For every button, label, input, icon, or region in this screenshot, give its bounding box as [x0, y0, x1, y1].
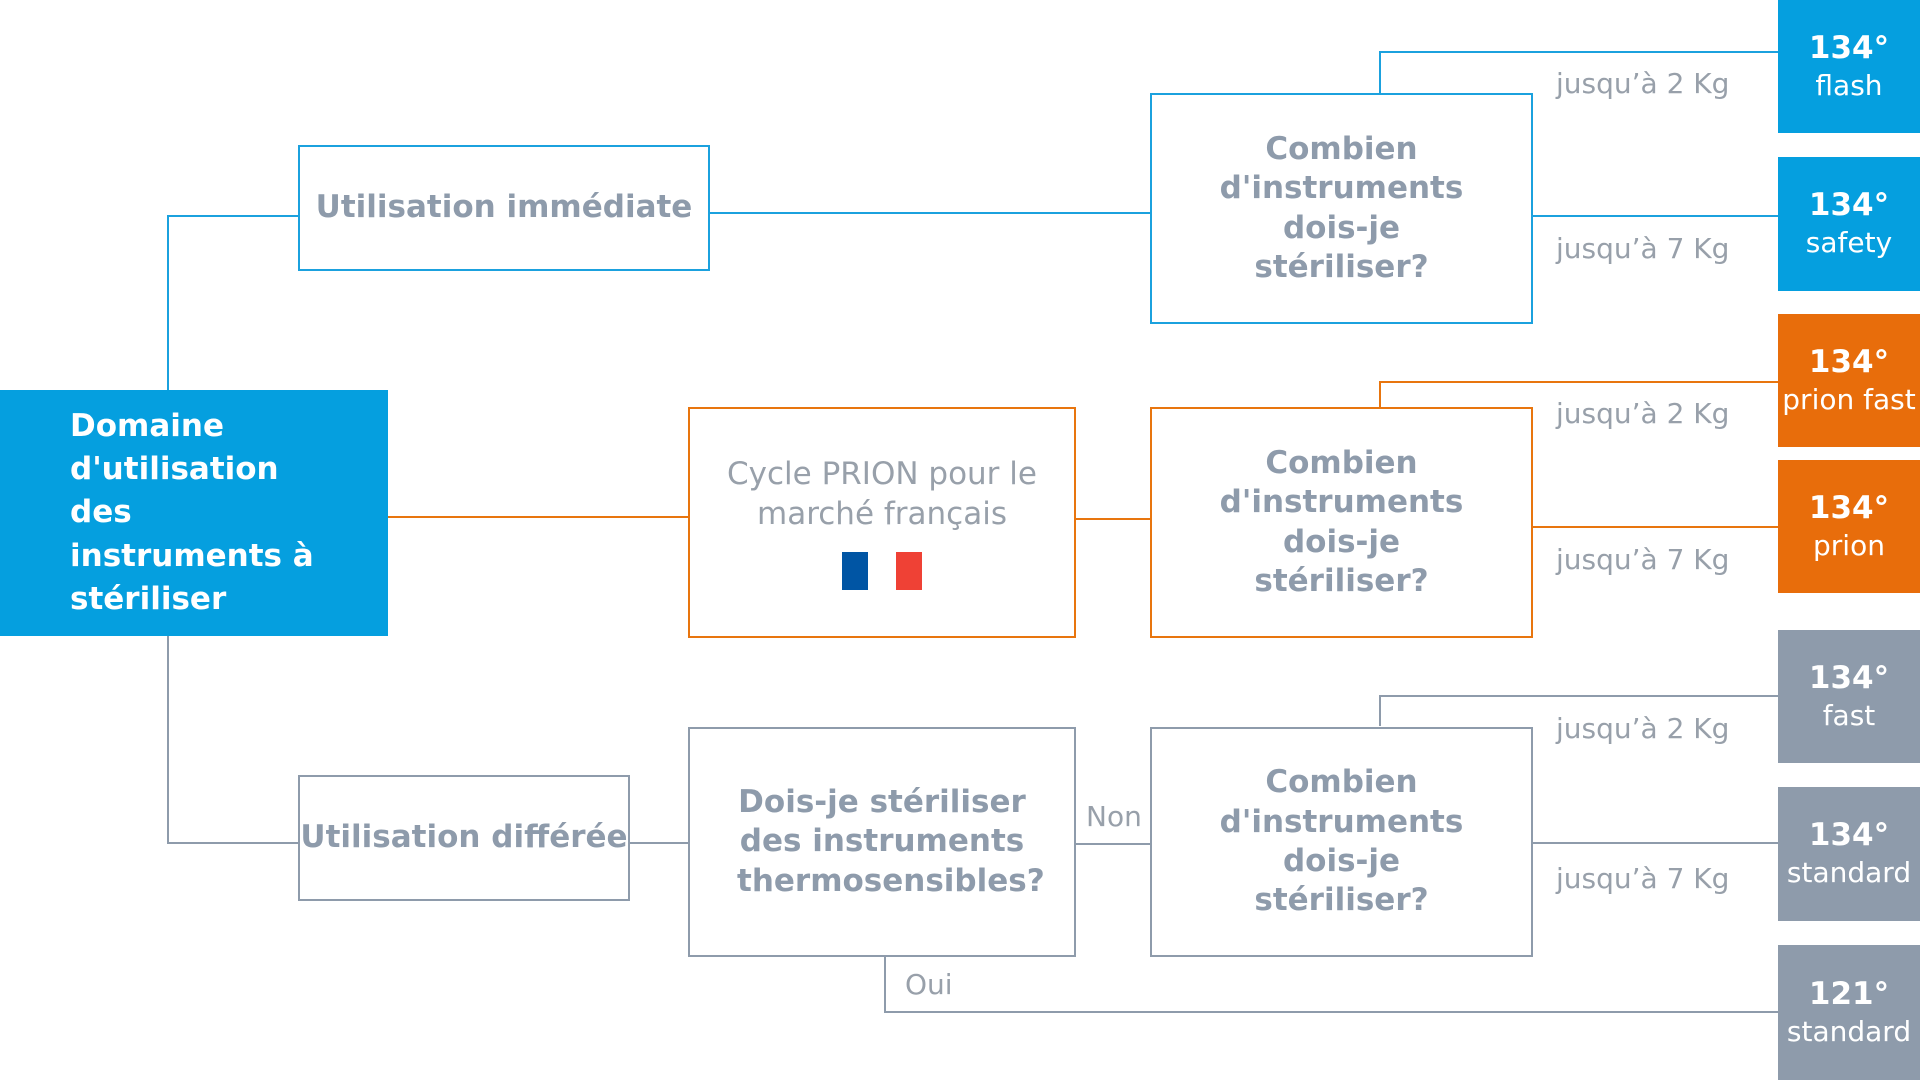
outcome-134-safety: 134° safety [1778, 157, 1920, 291]
quantity-question-deferred: Combien d'instruments dois-je stériliser… [1150, 727, 1533, 957]
outcome-temperature: 134° [1808, 659, 1890, 696]
quantity-question-label: Combien d'instruments dois-je stériliser… [1219, 130, 1464, 285]
quantity-question-label: Combien d'instruments dois-je stériliser… [1219, 764, 1464, 919]
outcome-134-flash: 134° flash [1778, 0, 1920, 133]
weight-label-2kg: jusqu’à 2 Kg [1556, 397, 1730, 430]
outcome-temperature: 121° [1808, 975, 1890, 1012]
outcome-temperature: 134° [1808, 29, 1890, 66]
outcome-cycle: flash [1815, 68, 1883, 102]
outcome-cycle: fast [1822, 698, 1876, 732]
immediate-use-node: Utilisation immédiate [298, 145, 710, 271]
outcome-cycle: safety [1805, 226, 1893, 260]
root-node: Domaine d'utilisation des instruments à … [0, 390, 388, 636]
thermosensitive-question-label: Dois-je stériliser des instruments therm… [737, 783, 1045, 899]
outcome-cycle: prion fast [1782, 382, 1916, 416]
quantity-question-prion: Combien d'instruments dois-je stériliser… [1150, 407, 1533, 638]
flag-blue-stripe [842, 551, 868, 590]
immediate-use-label: Utilisation immédiate [315, 189, 693, 226]
outcome-cycle: prion [1813, 528, 1885, 562]
outcome-134-fast: 134° fast [1778, 630, 1920, 763]
outcome-121-standard: 121° standard [1778, 945, 1920, 1080]
connector-question-flash [1379, 51, 1778, 93]
quantity-question-immediate: Combien d'instruments dois-je stériliser… [1150, 93, 1533, 324]
outcome-cycle: standard [1786, 1014, 1912, 1048]
weight-label-2kg: jusqu’à 2 Kg [1556, 67, 1730, 100]
outcome-134-prion-fast: 134° prion fast [1778, 314, 1920, 447]
weight-label-7kg: jusqu’à 7 Kg [1556, 543, 1730, 576]
thermosensitive-question-node: Dois-je stériliser des instruments therm… [688, 727, 1076, 957]
quantity-question-label: Combien d'instruments dois-je stériliser… [1219, 444, 1464, 599]
root-label: Domaine d'utilisation des instruments à … [70, 407, 314, 618]
connector-root-immediate [167, 215, 298, 390]
france-flag-icon [842, 551, 922, 590]
answer-no-label: Non [1086, 800, 1142, 833]
outcome-temperature: 134° [1808, 187, 1890, 224]
connector-root-deferred [167, 636, 298, 844]
connector-thermo-121 [884, 955, 1778, 1013]
prion-cycle-node: Cycle PRION pour le marché français [688, 407, 1076, 638]
outcome-134-prion: 134° prion [1778, 460, 1920, 593]
deferred-use-node: Utilisation différée [298, 775, 630, 901]
connector-question-prion-fast [1379, 381, 1778, 407]
weight-label-7kg: jusqu’à 7 Kg [1556, 232, 1730, 265]
weight-label-7kg: jusqu’à 7 Kg [1556, 862, 1730, 895]
deferred-use-label: Utilisation différée [300, 819, 628, 856]
outcome-temperature: 134° [1808, 817, 1890, 854]
connector-question-fast [1379, 695, 1778, 726]
flag-red-stripe [896, 551, 922, 590]
prion-cycle-label: Cycle PRION pour le marché français [727, 456, 1037, 532]
outcome-cycle: standard [1786, 856, 1912, 890]
weight-label-2kg: jusqu’à 2 Kg [1556, 712, 1730, 745]
outcome-temperature: 134° [1808, 489, 1890, 526]
outcome-134-standard: 134° standard [1778, 787, 1920, 921]
answer-yes-label: Oui [905, 968, 953, 1001]
outcome-temperature: 134° [1808, 343, 1890, 380]
